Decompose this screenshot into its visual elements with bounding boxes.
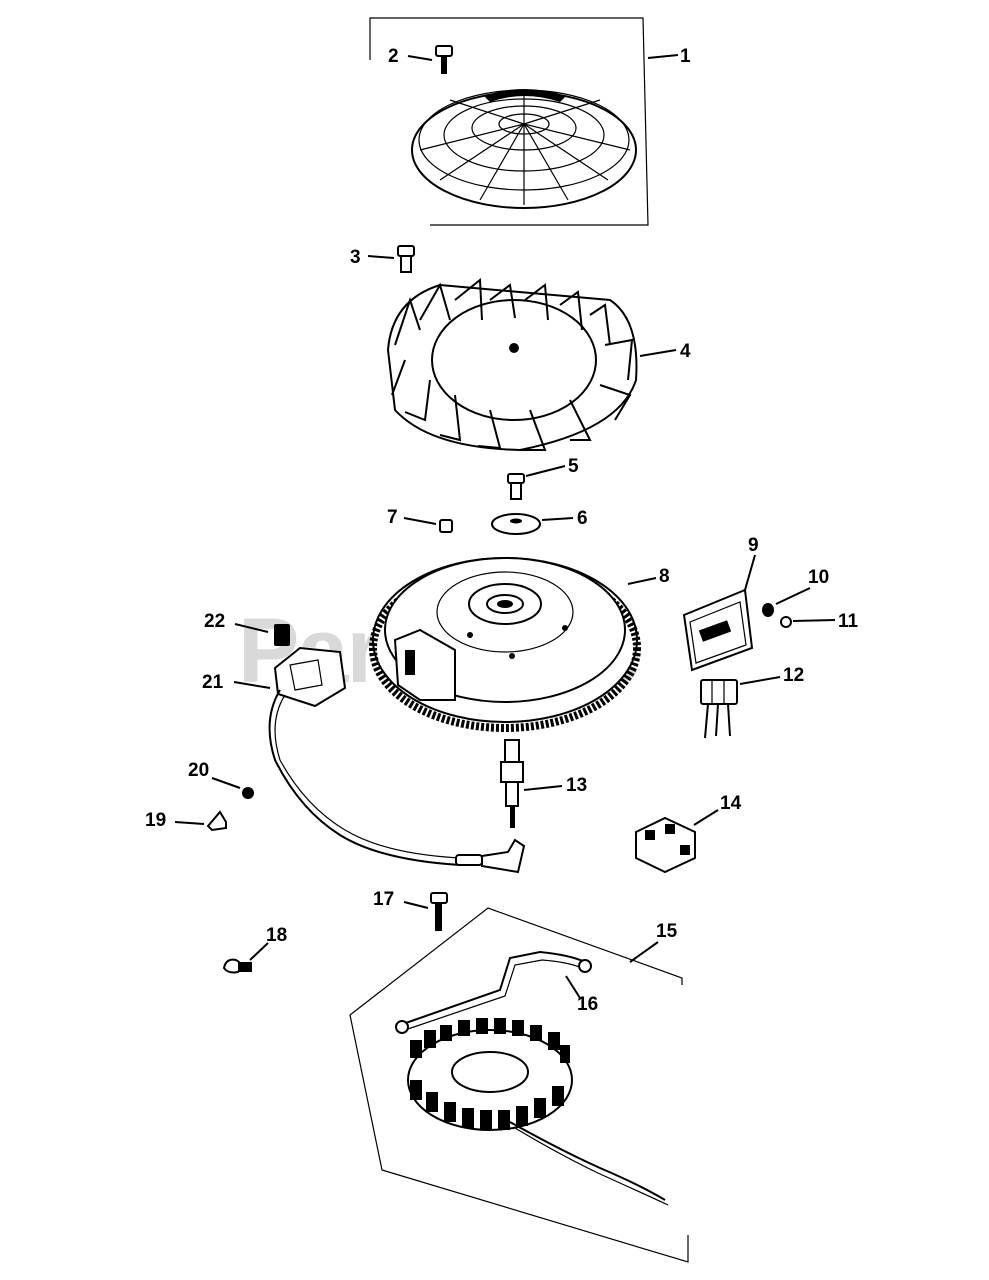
callout-22: 22 [204,611,225,632]
callout-16: 16 [577,994,598,1015]
part-22-screw[interactable] [274,624,290,646]
part-12-connector[interactable] [700,679,738,739]
part-19-clip[interactable] [206,810,227,832]
part-14-terminal-block[interactable] [635,816,696,874]
callout-15: 15 [656,921,678,942]
callout-10: 10 [808,567,829,588]
callout-2: 2 [388,46,399,67]
callout-1: 1 [680,46,691,67]
callout-4: 4 [680,341,691,362]
callout-21: 21 [202,672,224,693]
callout-18: 18 [266,925,287,946]
part-10-washer[interactable] [762,603,774,617]
part-7-key[interactable] [439,519,453,533]
callout-5: 5 [568,456,579,477]
callout-8: 8 [659,566,670,587]
callout-20: 20 [188,760,209,781]
part-17-screw[interactable] [430,892,448,931]
callout-6: 6 [577,508,588,529]
part-18-clip[interactable] [222,958,252,974]
callout-13: 13 [566,775,587,796]
part-21-ignition-module[interactable] [268,646,526,874]
callout-17: 17 [373,889,394,910]
callout-14: 14 [720,793,742,814]
part-6-washer[interactable] [491,513,541,535]
part-2-screw[interactable] [435,45,453,74]
callout-12: 12 [783,665,804,686]
part-5-screw[interactable] [507,473,525,500]
part-13-spark-plug[interactable] [500,739,524,828]
leader-lines [174,54,836,999]
part-20-nut[interactable] [242,787,254,799]
callout-3: 3 [350,247,361,268]
callout-11: 11 [838,611,859,632]
part-3-screw[interactable] [397,245,415,273]
part-16-ground-wire[interactable] [395,950,592,1034]
part-9-rectifier[interactable] [682,588,754,672]
callout-19: 19 [145,810,166,831]
part-15-stator[interactable] [349,907,689,1263]
part-1-grass-screen[interactable] [369,17,649,226]
part-4-fan[interactable] [386,277,638,452]
callout-labels: 1 2 3 4 5 6 7 8 9 10 11 12 13 14 15 16 1… [145,46,859,1015]
callout-7: 7 [387,507,398,528]
part-11-screw[interactable] [780,616,792,628]
callout-9: 9 [748,535,759,556]
part-8-flywheel[interactable] [369,557,641,732]
